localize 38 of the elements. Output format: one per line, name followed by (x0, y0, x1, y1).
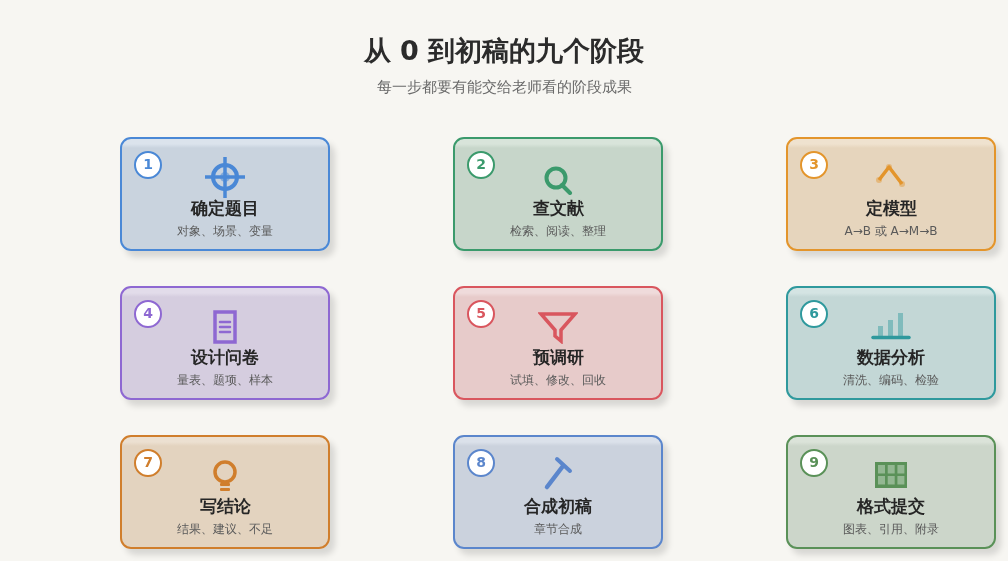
stage-description: 章节合成 (534, 522, 582, 536)
stage-description: 结果、建议、不足 (177, 522, 273, 536)
stage-card (786, 286, 996, 400)
stage-title: 合成初稿 (524, 496, 592, 516)
stage-description: 检索、阅读、整理 (510, 224, 606, 238)
stage-card (786, 435, 996, 549)
stage-card (453, 137, 663, 251)
stage-title: 预调研 (532, 347, 584, 367)
stage-card (120, 137, 330, 251)
number-circle: 6 (800, 300, 828, 328)
number-circle: 8 (467, 449, 495, 477)
number-circle: 7 (134, 449, 162, 477)
stage-card (786, 137, 996, 251)
subtitle: 每一步都要有能交给老师看的阶段成果 (376, 78, 632, 96)
stage-card (453, 435, 663, 549)
title: 从 0 到初稿的九个阶段 (363, 35, 645, 66)
number-circle: 2 (467, 151, 495, 179)
number-circle: 1 (134, 151, 162, 179)
stage-description: 清洗、编码、检验 (843, 373, 939, 387)
stage-description: A→B 或 A→M→B (844, 224, 938, 238)
stage-description: 试填、修改、回收 (510, 373, 606, 387)
stage-card (120, 286, 330, 400)
number-circle: 4 (134, 300, 162, 328)
stage-title: 数据分析 (857, 347, 925, 367)
stage-title: 格式提交 (857, 496, 925, 516)
stage-description: 量表、题项、样本 (177, 373, 273, 387)
stage-title: 确定题目 (191, 198, 259, 218)
number-circle: 3 (800, 151, 828, 179)
stage-card (120, 435, 330, 549)
stage-title: 定模型 (865, 198, 917, 218)
number-circle: 5 (467, 300, 495, 328)
stage-card (453, 286, 663, 400)
stage-title: 查文献 (532, 198, 584, 218)
number-circle: 9 (800, 449, 828, 477)
stage-title: 设计问卷 (191, 347, 259, 367)
stage-description: 对象、场景、变量 (177, 224, 273, 238)
stage-description: 图表、引用、附录 (843, 522, 939, 536)
stage-title: 写结论 (199, 496, 251, 516)
